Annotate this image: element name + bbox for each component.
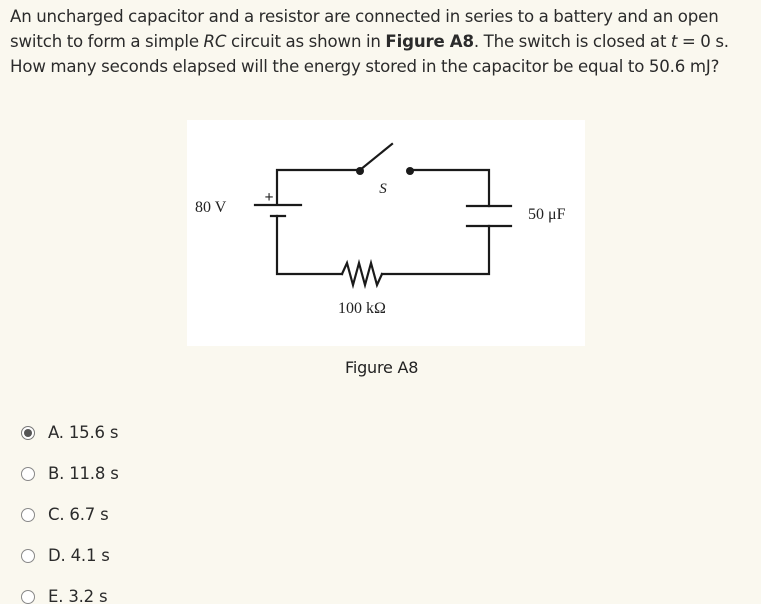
wire-top-left (275, 168, 362, 205)
answer-options: A. 15.6 s B. 11.8 s C. 6.7 s D. 4.1 s E.… (21, 412, 119, 604)
time-variable: t (670, 32, 678, 51)
option-e[interactable]: E. 3.2 s (21, 576, 119, 604)
figure-reference: Figure A8 (385, 32, 474, 51)
battery-label: 80 V (195, 199, 227, 216)
switch-terminal-left (356, 167, 364, 175)
radio-button[interactable] (21, 466, 35, 481)
switch-terminal-right (406, 167, 414, 175)
figure-caption: Figure A8 (345, 358, 419, 377)
question-part: An uncharged capacitor and a resistor ar… (10, 7, 719, 51)
circuit-figure: + 80 V S 100 kΩ 50 μF (187, 120, 585, 346)
question-part: . The switch is closed at (473, 32, 671, 51)
wire-bottom-left (275, 214, 344, 276)
circuit-diagram: + 80 V S 100 kΩ 50 μF (195, 142, 566, 317)
switch-arm (358, 142, 394, 172)
option-label: E. 3.2 s (48, 587, 108, 604)
battery-polarity: + (264, 189, 273, 206)
option-d[interactable]: D. 4.1 s (21, 535, 119, 576)
option-label: D. 4.1 s (48, 546, 110, 565)
radio-button[interactable] (21, 548, 35, 563)
capacitor-label: 50 μF (528, 206, 566, 223)
option-label: C. 6.7 s (48, 505, 109, 524)
radio-button-selected[interactable] (21, 425, 35, 440)
radio-button[interactable] (21, 589, 35, 604)
switch-label: S (379, 181, 387, 197)
question-part: = 0 s. How many seconds elapsed will the… (10, 32, 729, 76)
option-a[interactable]: A. 15.6 s (21, 412, 119, 453)
rc-term: RC (203, 32, 227, 51)
option-c[interactable]: C. 6.7 s (21, 494, 119, 535)
question-part: circuit as shown in (226, 32, 386, 51)
resistor (340, 258, 384, 290)
resistor-label: 100 kΩ (338, 300, 386, 317)
wire-bottom-right (380, 224, 491, 276)
wire-top-right (408, 168, 491, 208)
question-text: An uncharged capacitor and a resistor ar… (10, 4, 760, 79)
option-label: B. 11.8 s (48, 464, 119, 483)
option-label: A. 15.6 s (48, 423, 119, 442)
radio-button[interactable] (21, 507, 35, 522)
option-b[interactable]: B. 11.8 s (21, 453, 119, 494)
